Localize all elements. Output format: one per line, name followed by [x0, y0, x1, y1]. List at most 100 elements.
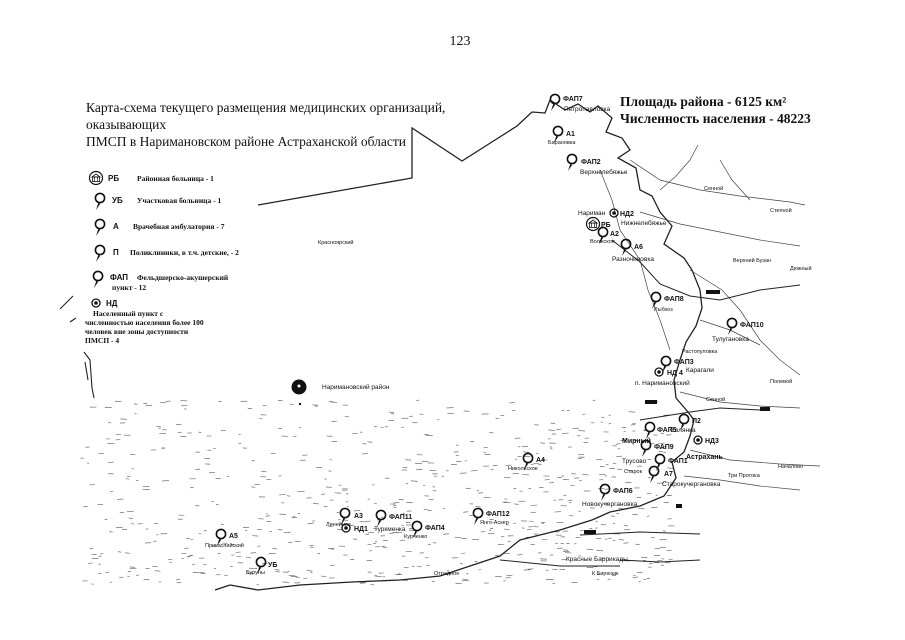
map-pin-icon [566, 153, 578, 172]
legend-item-fap: ФАП Фельдшерско-акушерский пункт - 12 [92, 270, 229, 292]
facility-a7: А7 Старокучергановка [648, 465, 721, 488]
legend-text: человек вне зоны доступности [85, 327, 189, 336]
facility-ub: УБ Буруны [246, 556, 277, 576]
texture-stroke [505, 464, 512, 466]
facility-a5: А5 Прикаспийский [205, 528, 244, 549]
facility-fap10: ФАП10 Тулугановка [712, 317, 764, 343]
region-label: Красноярский [318, 239, 354, 246]
texture-stroke [287, 570, 290, 572]
legend-code: П [113, 248, 119, 257]
texture-stroke [211, 500, 214, 502]
roads [499, 239, 801, 567]
facility-place: Буруны [246, 570, 265, 576]
legend-code: А [113, 222, 119, 231]
place-label: Три Протока [728, 473, 761, 479]
texture-stroke [117, 551, 122, 553]
facility-place: Карагали [686, 367, 714, 374]
facility-place: Верхнелебяжье [580, 168, 628, 176]
texture-stroke [125, 478, 130, 480]
texture-stroke [217, 552, 221, 554]
settlement-target-icon [609, 208, 619, 218]
hospital-icon [88, 170, 104, 186]
map-pin-icon [654, 453, 666, 472]
texture-stroke [660, 432, 665, 434]
facility-fap9: ФАП9 Трусово [622, 439, 674, 465]
texture-stroke [528, 520, 534, 522]
facility-place: Старокучергановка [662, 481, 721, 488]
texture-stroke [628, 411, 636, 413]
facility-place: Линейное [326, 521, 351, 528]
facility-fap7: ФАП7 Петропавловка [549, 93, 611, 113]
district-marker-icon [291, 379, 307, 406]
facility-markers: ФАП7 Петропавловка А1 Барановка ФАП2 Вер… [205, 93, 764, 576]
facility-place: Солянка [670, 427, 696, 434]
map-pin-icon [92, 270, 104, 289]
texture-stroke [124, 552, 131, 554]
map-pin-icon [599, 483, 611, 502]
texture-stroke [495, 417, 499, 419]
facility-place: Тулугановка [712, 336, 749, 343]
texture-stroke [286, 495, 291, 497]
facility-nd3: НД3 [693, 435, 719, 445]
place-labels: Сенной Степной Верхний Бузан Дюжный Поле… [434, 185, 812, 577]
facility-a1: А1 Барановка [548, 125, 576, 146]
legend-text: Фельдшерско-акушерский [137, 273, 229, 282]
legend-item-nd: НД Населенный пункт с численностью насел… [85, 298, 204, 345]
facility-fap2: ФАП2 Верхнелебяжье [566, 153, 628, 176]
facility-code: ФАП8 [664, 296, 684, 303]
facility-a4: А4 Никольское [508, 452, 545, 472]
texture-stroke [443, 533, 450, 535]
texture-stroke [307, 522, 314, 524]
facility-code: ФАП7 [563, 96, 583, 103]
rivers [599, 144, 821, 491]
facility-code: ФАП2 [581, 159, 601, 166]
facility-fap4: ФАП4 Курченко [404, 520, 445, 540]
texture-stroke [578, 430, 586, 432]
texture-stroke [203, 530, 207, 532]
facility-code: ФАП5 [657, 427, 677, 434]
texture-stroke [651, 506, 658, 508]
facility-code: РБ [601, 222, 611, 229]
legend-text: Районная больница - 1 [137, 174, 214, 183]
legend-item-a: А Врачебная амбулатория - 7 [94, 218, 225, 237]
map-pin-icon [94, 192, 106, 211]
facility-fap8: ФАП8 Рыбхоз [650, 291, 684, 313]
district-area: Площадь района - 6125 км² [620, 94, 787, 109]
texture-stroke [517, 554, 523, 556]
left-border-fragments [59, 295, 95, 399]
facility-code: А4 [536, 457, 545, 464]
legend-text: Участковая больница - 1 [137, 196, 221, 205]
map-pin-icon [644, 421, 656, 440]
legend-text: Врачебная амбулатория - 7 [133, 222, 225, 231]
hospital-icon [585, 216, 601, 232]
legend-text: пункт - 12 [112, 283, 146, 292]
district-label: Наримановский район [322, 383, 390, 391]
place-label: К Бирюзак [592, 571, 619, 577]
texture-stroke [615, 443, 621, 445]
legend-code: НД [106, 299, 118, 308]
place-label: Сенной [706, 396, 725, 403]
map-pin-icon [94, 218, 106, 237]
texture-stroke [178, 514, 185, 516]
texture-stroke [619, 539, 625, 541]
facility-code: ФАП10 [740, 322, 764, 329]
legend-text: ПМСП - 4 [85, 336, 119, 345]
texture-stroke [188, 555, 192, 557]
facility-place: Волжское [590, 239, 615, 245]
texture-stroke [367, 441, 373, 443]
settlement-target-icon [91, 298, 101, 308]
facility-code: НД2 [620, 211, 634, 218]
facility-a2: А2 Волжское [590, 226, 619, 245]
facility-rb: РБ Нариман [578, 210, 611, 232]
facility-p2: П2 Солянка [670, 413, 701, 434]
texture-stroke [541, 522, 545, 524]
map-pin-icon [648, 465, 660, 484]
facility-place: Туркменка [374, 526, 406, 533]
texture-stroke [246, 572, 254, 574]
texture-stroke [410, 480, 418, 482]
place-label: п. Наримановский [635, 379, 690, 387]
facility-code: ФАП3 [674, 359, 694, 366]
facility-nd2: НД2 Нижнелебяжье [609, 208, 667, 227]
facility-code: НД 4 [667, 370, 683, 377]
